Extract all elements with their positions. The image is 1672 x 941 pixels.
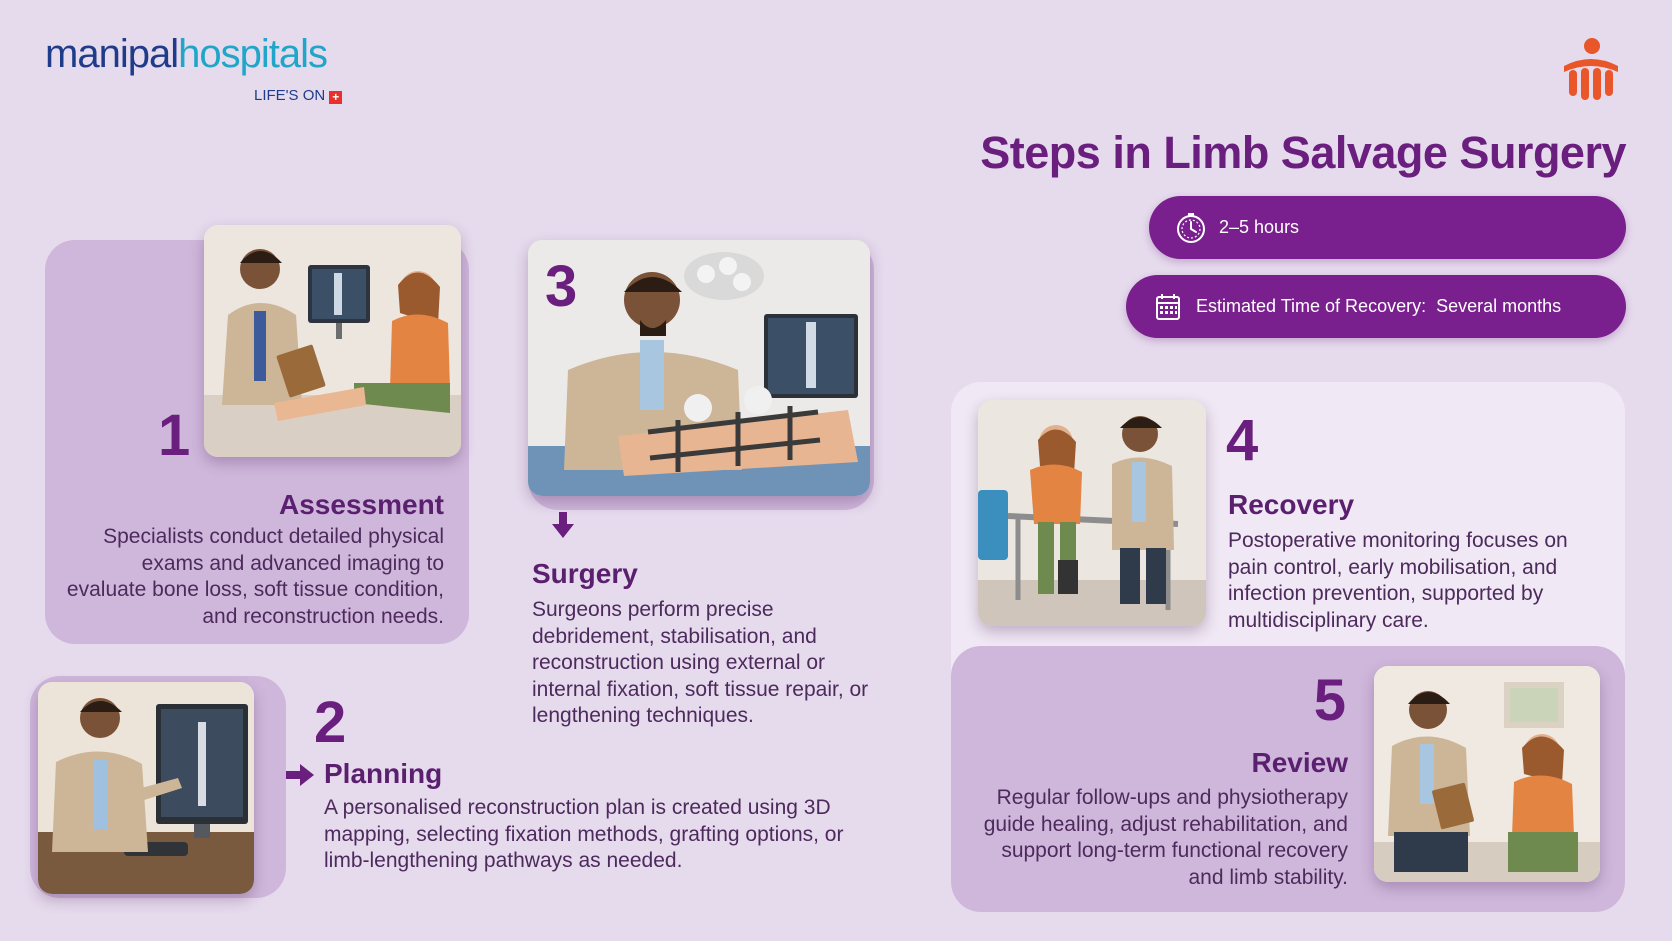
duration-text: 2–5 hours [1219, 217, 1300, 237]
recovery-label: Estimated Time of Recovery: [1196, 296, 1427, 316]
step-2-text: A personalised reconstruction plan is cr… [324, 796, 844, 872]
step-4-text: Postoperative monitoring focuses on pain… [1228, 529, 1568, 632]
step-4-title: Recovery [1228, 489, 1355, 520]
step-1-number: 1 [158, 403, 191, 468]
duration-pill: 2–5 hours [1149, 196, 1626, 259]
step-3-title: Surgery [532, 558, 638, 589]
arrow-right-icon [286, 764, 314, 786]
step-5-number: 5 [1313, 668, 1346, 733]
assessment-illustration [204, 225, 461, 457]
surgery-illustration [528, 240, 870, 496]
manipal-logo: manipalhospitals LIFE'S ON+ [45, 32, 343, 104]
logo-wordmark: manipalhospitals [45, 32, 328, 76]
stopwatch-icon [1177, 212, 1205, 243]
step-1-title: Assessment [279, 489, 444, 520]
recovery-illustration [978, 400, 1206, 626]
calendar-icon [1156, 293, 1180, 320]
arrow-down-icon [552, 512, 574, 538]
red-cross-icon: + [329, 91, 343, 104]
planning-illustration [38, 682, 254, 894]
step-4-number: 4 [1226, 408, 1259, 473]
step-5-title: Review [1251, 747, 1349, 778]
brand-mark-icon [1560, 36, 1622, 104]
review-illustration [1374, 666, 1600, 882]
step-3-number: 3 [545, 254, 578, 319]
tagline-text: LIFE'S ON [254, 87, 326, 104]
step-2-number: 2 [314, 690, 347, 755]
step-2-title: Planning [324, 758, 443, 789]
step-5-text: Regular follow-ups and physiotherapy gui… [983, 786, 1348, 889]
logo-tagline: LIFE'S ON+ [254, 87, 343, 104]
step-3-text: Surgeons perform precise debridement, st… [532, 598, 869, 727]
logo-part-hospitals: hospitals [178, 32, 328, 76]
recovery-pill: Estimated Time of Recovery: Several mont… [1126, 275, 1626, 338]
page-title: Steps in Limb Salvage Surgery [980, 127, 1626, 178]
recovery-value: Several months [1436, 296, 1562, 316]
logo-part-manipal: manipal [45, 32, 179, 76]
step-1-text: Specialists conduct detailed physical ex… [66, 525, 444, 628]
